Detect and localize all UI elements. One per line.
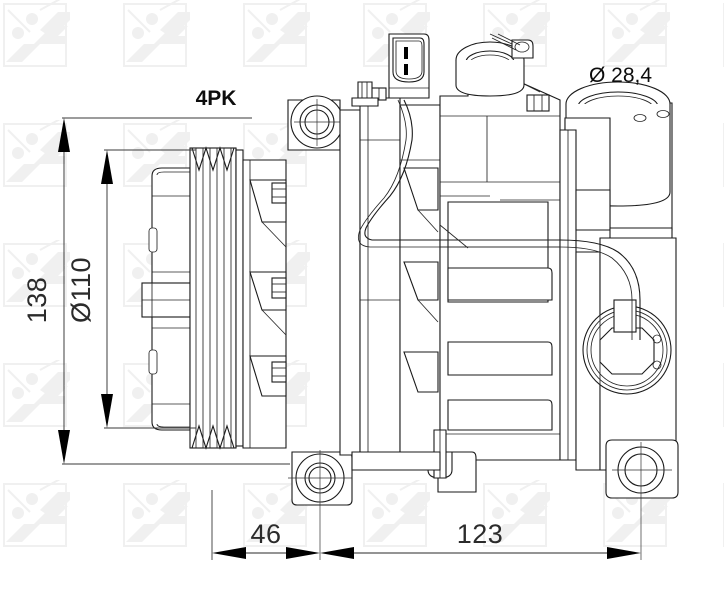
dimension-dia110-label: Ø110: [66, 257, 96, 323]
cable-hose-routing: [357, 99, 641, 340]
dimension-46: 46: [211, 490, 320, 560]
pulley-4pk: [189, 146, 244, 450]
port-diameter-label: Ø 28,4: [589, 64, 652, 87]
belt-profile-label: 4PK: [196, 87, 237, 110]
dimension-138: 138: [22, 117, 290, 465]
mounting-ear-bottom-left: [288, 450, 353, 560]
dimension-138-label: 138: [22, 277, 52, 324]
electrical-connector: [388, 33, 430, 99]
label-port-diameter: Ø 28,4: [589, 64, 652, 87]
dimension-46-label: 46: [250, 519, 281, 549]
rear-housing-head: [439, 33, 561, 461]
main-cylinder-block: [339, 87, 441, 461]
dimension-123-label: 123: [457, 519, 504, 549]
compressor-assembly: [141, 33, 679, 560]
front-housing-flange: [242, 159, 287, 449]
label-4pk: 4PK: [196, 87, 237, 110]
housing-detail-lines: [439, 195, 560, 249]
mounting-ear-bottom-right: [605, 439, 679, 560]
dimension-123: 123: [320, 519, 641, 559]
upper-bracket: [351, 81, 379, 107]
mounting-ear-top-left: [287, 95, 344, 151]
valve-flange-circular: [575, 237, 677, 471]
dimension-dia110: Ø110: [66, 149, 196, 429]
base-feet: [351, 429, 477, 493]
